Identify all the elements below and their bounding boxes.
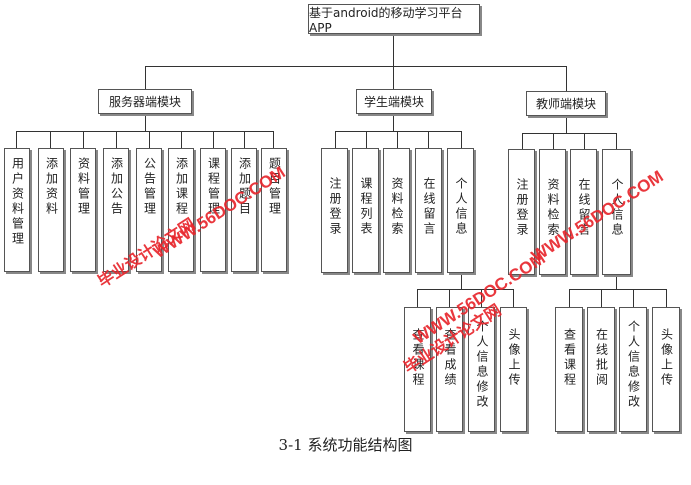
teacher-child-label: 在线留言 [577, 178, 591, 238]
student-sub-label: 查看课程 [411, 328, 425, 388]
student-child-label: 个人信息 [454, 177, 468, 237]
student-sub-node: 查看课程 [404, 307, 431, 432]
teacher-sub-node: 头像上传 [652, 307, 680, 432]
server-child-label: 用户资料管理 [10, 157, 25, 247]
teacher-child-node: 注册登录 [508, 149, 535, 275]
teacher-sub-label: 在线批阅 [594, 328, 609, 388]
teacher-sub-node: 个人信息修改 [619, 307, 647, 432]
server-module-label: 服务器端模块 [108, 95, 181, 109]
teacher-module-node: 教师端模块 [526, 91, 606, 116]
server-child-label: 资料管理 [76, 157, 91, 217]
server-child-node: 添加资料 [38, 148, 64, 272]
server-child-label: 题目管理 [267, 157, 282, 217]
student-sub-label: 查看成绩 [443, 328, 457, 388]
server-child-node: 添加题目 [231, 148, 257, 272]
server-child-label: 添加公告 [109, 157, 124, 217]
server-child-label: 公告管理 [142, 157, 157, 217]
server-child-label: 添加资料 [44, 157, 59, 217]
server-child-node: 公告管理 [136, 148, 162, 272]
student-module-node: 学生端模块 [356, 89, 432, 114]
server-child-label: 课程管理 [206, 157, 221, 217]
server-child-label: 添加题目 [237, 157, 252, 217]
student-child-node: 个人信息 [447, 148, 474, 273]
student-child-node: 课程列表 [352, 148, 379, 273]
teacher-sub-node: 在线批阅 [587, 307, 615, 432]
server-child-node: 添加课程 [168, 148, 194, 272]
server-module-node: 服务器端模块 [98, 89, 192, 114]
teacher-child-label: 注册登录 [515, 178, 529, 238]
server-child-node: 课程管理 [200, 148, 226, 272]
teacher-child-node: 在线留言 [570, 149, 597, 275]
student-sub-label: 头像上传 [507, 328, 521, 388]
student-child-node: 注册登录 [321, 148, 348, 273]
server-child-node: 资料管理 [70, 148, 96, 272]
student-child-node: 在线留言 [415, 148, 442, 273]
server-child-node: 题目管理 [261, 148, 287, 272]
student-child-label: 课程列表 [359, 177, 373, 237]
teacher-sub-label: 查看课程 [562, 328, 577, 388]
teacher-sub-label: 头像上传 [659, 328, 674, 388]
teacher-child-node: 个人信息 [602, 149, 631, 275]
root-node: 基于android的移动学习平台APP [308, 4, 480, 35]
student-sub-node: 个人信息修改 [468, 307, 495, 432]
figure-caption: 3-1 系统功能结构图 [278, 436, 413, 454]
student-sub-node: 头像上传 [500, 307, 527, 432]
server-child-label: 添加课程 [174, 157, 189, 217]
student-child-label: 注册登录 [328, 177, 342, 237]
student-child-label: 资料检索 [390, 177, 404, 237]
root-node-label: 基于android的移动学习平台APP [309, 5, 463, 35]
student-sub-label: 个人信息修改 [475, 320, 489, 410]
student-child-node: 资料检索 [383, 148, 410, 273]
student-sub-node: 查看成绩 [436, 307, 463, 432]
teacher-sub-label: 个人信息修改 [626, 320, 641, 410]
teacher-child-node: 资料检索 [539, 149, 566, 275]
teacher-sub-node: 查看课程 [555, 307, 583, 432]
server-child-node: 用户资料管理 [4, 148, 30, 272]
student-child-label: 在线留言 [422, 177, 436, 237]
server-child-node: 添加公告 [103, 148, 129, 272]
student-module-label: 学生端模块 [363, 95, 424, 109]
teacher-child-label: 个人信息 [610, 178, 624, 238]
teacher-child-label: 资料检索 [546, 178, 560, 238]
teacher-module-label: 教师端模块 [535, 97, 596, 111]
